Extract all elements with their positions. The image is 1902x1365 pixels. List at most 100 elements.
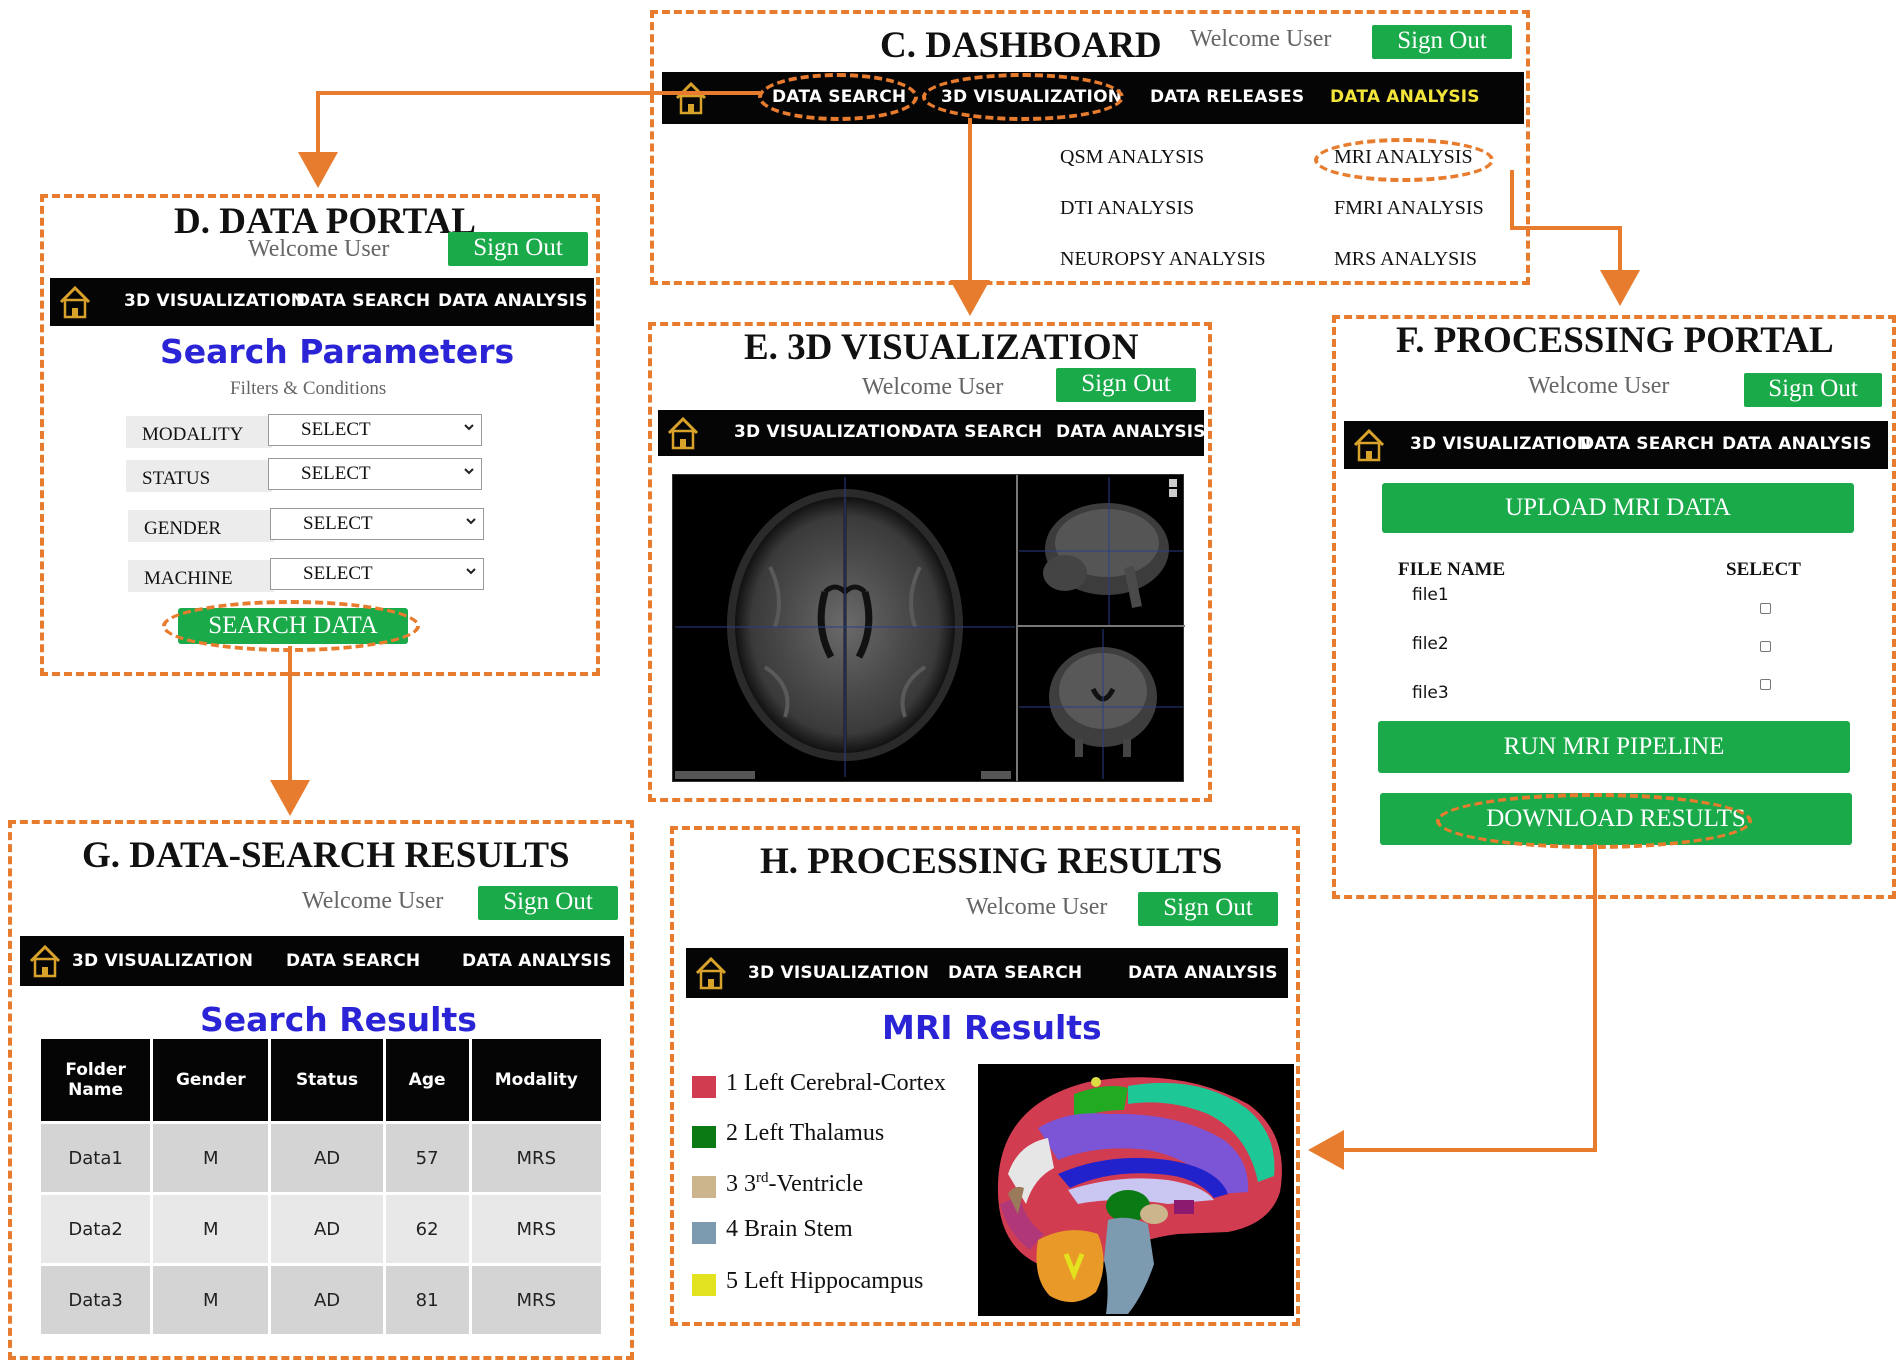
nav-item-3d-visualization[interactable]: 3D VISUALIZATION	[748, 963, 930, 983]
table-cell: 81	[385, 1266, 469, 1334]
chevron-down-icon	[464, 468, 474, 475]
legend-swatch	[692, 1126, 716, 1148]
home-icon[interactable]	[1352, 427, 1386, 463]
highlight-ring-mri-analysis	[1314, 138, 1494, 182]
nav-item-data-analysis[interactable]: DATA ANALYSIS	[462, 951, 612, 971]
sign-out-button[interactable]: Sign Out	[1744, 373, 1882, 407]
nav-item-data-analysis[interactable]: DATA ANALYSIS	[1128, 963, 1278, 983]
filter-label-modality: MODALITY	[126, 416, 272, 448]
file-name: file1	[1412, 585, 1449, 605]
sign-out-button[interactable]: Sign Out	[1138, 892, 1278, 926]
status-select[interactable]: SELECT	[268, 458, 482, 490]
submenu-item-dti-analysis[interactable]: DTI ANALYSIS	[1060, 197, 1195, 219]
nav-item-3d-visualization[interactable]: 3D VISUALIZATION	[72, 951, 254, 971]
sign-out-button[interactable]: Sign Out	[1056, 368, 1196, 402]
nav-item-data-analysis[interactable]: DATA ANALYSIS	[1330, 87, 1480, 107]
nav-item-data-analysis[interactable]: DATA ANALYSIS	[1056, 422, 1206, 442]
highlight-ring-search-data	[162, 600, 420, 652]
home-icon[interactable]	[28, 943, 62, 979]
machine-select[interactable]: SELECT	[270, 558, 484, 590]
table-row[interactable]: Data2 M AD 62 MRS	[41, 1195, 601, 1263]
segmentation-image[interactable]	[978, 1064, 1294, 1316]
table-cell: Data3	[41, 1266, 151, 1334]
table-cell: AD	[271, 1124, 383, 1192]
legend-swatch	[692, 1222, 716, 1244]
nav-item-data-search[interactable]: DATA SEARCH	[296, 291, 431, 311]
submenu-item-neuropsy-analysis[interactable]: NEUROPSY ANALYSIS	[1060, 248, 1266, 270]
nav-item-data-search[interactable]: DATA SEARCH	[1580, 434, 1715, 454]
table-cell: AD	[271, 1195, 383, 1263]
table-cell: Data1	[41, 1124, 151, 1192]
table-cell: M	[153, 1266, 269, 1334]
top-nav: 3D VISUALIZATION DATA SEARCH DATA ANALYS…	[658, 410, 1206, 456]
panel-title: D. DATA PORTAL	[174, 201, 476, 242]
legend-swatch	[692, 1176, 716, 1198]
panel-title: C. DASHBOARD	[880, 25, 1162, 66]
table-row[interactable]: Data1 M AD 57 MRS	[41, 1124, 601, 1192]
table-cell: MRS	[471, 1266, 601, 1334]
column-header: Age	[385, 1039, 469, 1121]
legend-swatch	[692, 1076, 716, 1098]
table-cell: AD	[271, 1266, 383, 1334]
table-cell: M	[153, 1124, 269, 1192]
column-header: Folder Name	[41, 1039, 151, 1121]
viewer-toolbar[interactable]	[981, 771, 1011, 779]
home-icon[interactable]	[694, 955, 728, 991]
upload-mri-data-button[interactable]: UPLOAD MRI DATA	[1382, 483, 1854, 533]
submenu-item-mrs-analysis[interactable]: MRS ANALYSIS	[1334, 248, 1478, 270]
top-nav: 3D VISUALIZATION DATA SEARCH DATA ANALYS…	[686, 948, 1288, 998]
welcome-text: Welcome User	[302, 888, 444, 914]
legend-label: 4 Brain Stem	[726, 1216, 853, 1242]
sign-out-button[interactable]: Sign Out	[448, 232, 588, 266]
submenu-item-fmri-analysis[interactable]: FMRI ANALYSIS	[1334, 197, 1484, 219]
home-icon[interactable]	[666, 415, 700, 451]
panel-title: H. PROCESSING RESULTS	[760, 841, 1223, 882]
gender-select[interactable]: SELECT	[270, 508, 484, 540]
column-header: Modality	[471, 1039, 601, 1121]
file-name: file2	[1412, 634, 1449, 654]
panel-title: E. 3D VISUALIZATION	[744, 327, 1139, 368]
viewer-toolbar[interactable]	[675, 771, 755, 779]
data-portal-panel: D. DATA PORTAL Welcome User Sign Out 3D …	[40, 194, 600, 676]
axial-slice-view[interactable]	[675, 477, 1015, 777]
coronal-slice-view[interactable]	[1019, 629, 1183, 779]
table-cell: 62	[385, 1195, 469, 1263]
nav-item-data-analysis[interactable]: DATA ANALYSIS	[1722, 434, 1872, 454]
nav-item-data-analysis[interactable]: DATA ANALYSIS	[438, 291, 588, 311]
top-nav: 3D VISUALIZATION DATA SEARCH DATA ANALYS…	[1344, 421, 1888, 469]
modality-select[interactable]: SELECT	[268, 414, 482, 446]
home-icon[interactable]	[58, 284, 92, 320]
home-icon[interactable]	[674, 80, 708, 116]
file-name: file3	[1412, 683, 1449, 703]
dashboard-panel: C. DASHBOARD Welcome User Sign Out DATA …	[650, 10, 1530, 285]
sagittal-slice-view[interactable]	[1019, 477, 1183, 625]
table-row[interactable]: Data3 M AD 81 MRS	[41, 1266, 601, 1334]
section-subheading: Filters & Conditions	[230, 378, 387, 399]
legend-swatch	[692, 1274, 716, 1296]
submenu-item-qsm-analysis[interactable]: QSM ANALYSIS	[1060, 146, 1205, 168]
highlight-ring-3d-visualization	[922, 73, 1124, 121]
nav-item-3d-visualization[interactable]: 3D VISUALIZATION	[124, 291, 306, 311]
sign-out-button[interactable]: Sign Out	[1372, 25, 1512, 59]
panel-title: G. DATA-SEARCH RESULTS	[82, 835, 570, 876]
results-table: Folder Name Gender Status Age Modality D…	[38, 1036, 604, 1337]
file-select-checkbox[interactable]	[1760, 603, 1771, 614]
table-cell: MRS	[471, 1124, 601, 1192]
nav-item-data-search[interactable]: DATA SEARCH	[948, 963, 1083, 983]
legend-label: 1 Left Cerebral-Cortex	[726, 1070, 946, 1096]
nav-item-data-search[interactable]: DATA SEARCH	[286, 951, 421, 971]
nav-item-data-search[interactable]: DATA SEARCH	[908, 422, 1043, 442]
welcome-text: Welcome User	[1190, 26, 1332, 52]
file-name-header: FILE NAME	[1398, 559, 1506, 580]
nav-item-data-releases[interactable]: DATA RELEASES	[1150, 87, 1305, 107]
sign-out-button[interactable]: Sign Out	[478, 886, 618, 920]
select-value: SELECT	[303, 513, 373, 534]
run-mri-pipeline-button[interactable]: RUN MRI PIPELINE	[1378, 721, 1850, 773]
nav-item-3d-visualization[interactable]: 3D VISUALIZATION	[1410, 434, 1592, 454]
file-select-checkbox[interactable]	[1760, 679, 1771, 690]
select-value: SELECT	[303, 563, 373, 584]
nav-item-3d-visualization[interactable]: 3D VISUALIZATION	[734, 422, 916, 442]
table-cell: Data2	[41, 1195, 151, 1263]
file-select-checkbox[interactable]	[1760, 641, 1771, 652]
mri-viewer[interactable]	[672, 474, 1185, 782]
